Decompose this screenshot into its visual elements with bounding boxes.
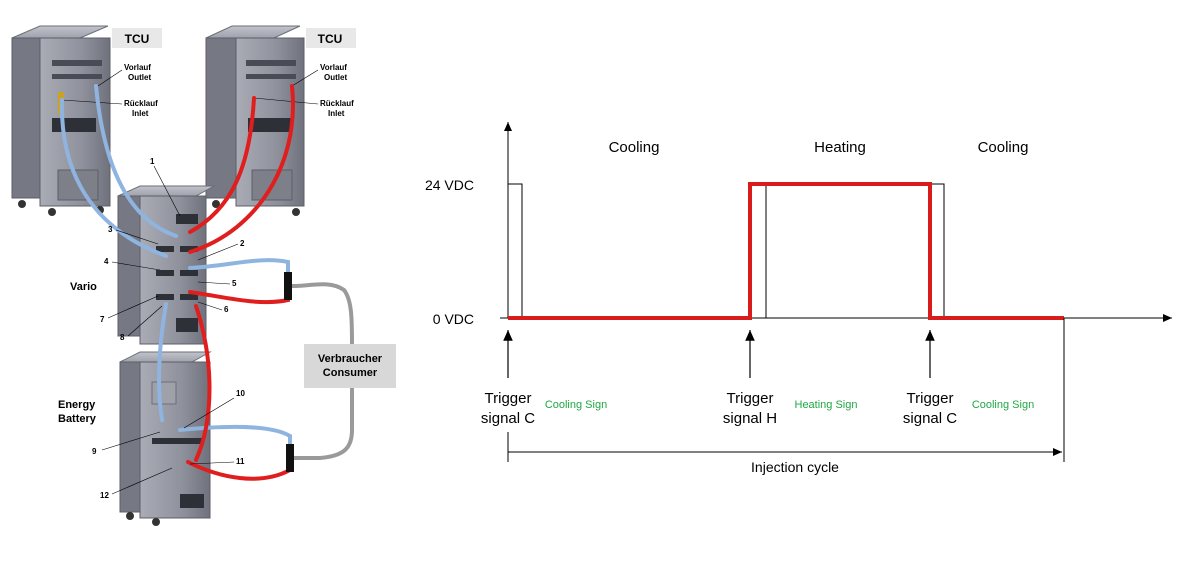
tcu-right-outlet-en: Outlet (324, 73, 347, 82)
trigger-1-line2: signal C (481, 410, 535, 427)
port-numbers: 1 2 3 4 5 6 7 8 9 10 11 12 (92, 157, 245, 500)
port-10-label: 10 (236, 389, 245, 398)
consumer-label-de: Verbraucher (318, 353, 383, 365)
trigger-3-sign: Cooling Sign (972, 399, 1034, 411)
energy-battery-label-2: Battery (58, 413, 97, 425)
vario-label: Vario (70, 281, 97, 293)
port-8-label: 8 (120, 333, 125, 342)
port-2-label: 2 (240, 239, 245, 248)
tcu-right-title-box (306, 28, 356, 48)
consumer-box (304, 344, 396, 388)
hot-hose-tcu-right-return (188, 96, 256, 234)
port-11-label: 11 (236, 457, 245, 466)
port-12-label: 12 (100, 491, 109, 500)
consumer-connector-bottom (286, 444, 294, 472)
phase-label-cooling-2: Cooling (978, 139, 1029, 156)
energy-battery-label-1: Energy (58, 399, 96, 411)
trigger-1-sign: Cooling Sign (545, 399, 607, 411)
phase-label-heating: Heating (814, 139, 866, 156)
heating-signal-line (508, 182, 1064, 320)
consumer-label-en: Consumer (323, 367, 378, 379)
tcu-left-inlet-en: Inlet (132, 109, 149, 118)
port-1-label: 1 (150, 157, 155, 166)
tcu-right-inlet-leader (253, 97, 319, 105)
tcu-left-outlet-leader (97, 69, 123, 87)
trigger-2-line2: signal H (723, 410, 777, 427)
tcu-left-outlet-de: Vorlauf (124, 63, 151, 72)
port-3-label: 3 (108, 225, 113, 234)
phase-label-cooling-1: Cooling (609, 139, 660, 156)
port-7-label: 7 (100, 315, 105, 324)
port-9-label: 9 (92, 447, 97, 456)
tcu-right-inlet-de: Rücklauf (320, 99, 354, 108)
tcu-right-outlet-leader (291, 69, 319, 87)
consumer-connector-top (284, 272, 292, 300)
cycle-label: Injection cycle (751, 459, 839, 475)
hot-hose-vario-to-battery (194, 304, 212, 462)
cold-hose-vario-to-battery (157, 302, 168, 422)
trigger-3-line2: signal C (903, 410, 957, 427)
tcu-left-title-box (112, 28, 162, 48)
port-6-label: 6 (224, 305, 229, 314)
trigger-2-line1: Trigger (727, 390, 774, 407)
trigger-1-line1: Trigger (485, 390, 532, 407)
hot-hose-vario-to-consumer (188, 284, 290, 305)
trigger-pulse-c1 (508, 183, 523, 318)
tcu-right-title: TCU (318, 32, 343, 46)
cold-hose-battery-to-consumer (178, 424, 292, 460)
trigger-3-line1: Trigger (907, 390, 954, 407)
level-high-label: 24 VDC (425, 177, 474, 193)
tcu-right-inlet-en: Inlet (328, 109, 345, 118)
port-5-label: 5 (232, 279, 237, 288)
cold-hose-vario-to-consumer (188, 258, 290, 288)
tcu-left-title: TCU (125, 32, 150, 46)
trigger-pulse-c2 (930, 183, 945, 318)
tcu-right-outlet-de: Vorlauf (320, 63, 347, 72)
energy-battery-machine (119, 351, 212, 526)
level-low-label: 0 VDC (433, 311, 474, 327)
tcu-left-outlet-en: Outlet (128, 73, 151, 82)
tcu-left-inlet-leader (61, 99, 123, 105)
tcu-left-inlet-de: Rücklauf (124, 99, 158, 108)
equipment-diagram: TCU Vorlauf Outlet Rücklauf Inlet TCU Vo… (11, 25, 396, 526)
consumer-hose (288, 282, 354, 460)
vario-machine (117, 185, 216, 345)
hot-hose-tcu-right-supply (188, 84, 295, 254)
trigger-2-sign: Heating Sign (795, 399, 858, 411)
cold-hose-tcu-left-supply (94, 84, 178, 238)
tcu-right-machine (205, 25, 305, 216)
cold-hose-tcu-left-return (59, 98, 168, 258)
timing-diagram: 24 VDC 0 VDC Cooling Heating Cooling Tri… (425, 122, 1172, 475)
port-4-label: 4 (104, 257, 109, 266)
cold-hoses (59, 84, 292, 460)
